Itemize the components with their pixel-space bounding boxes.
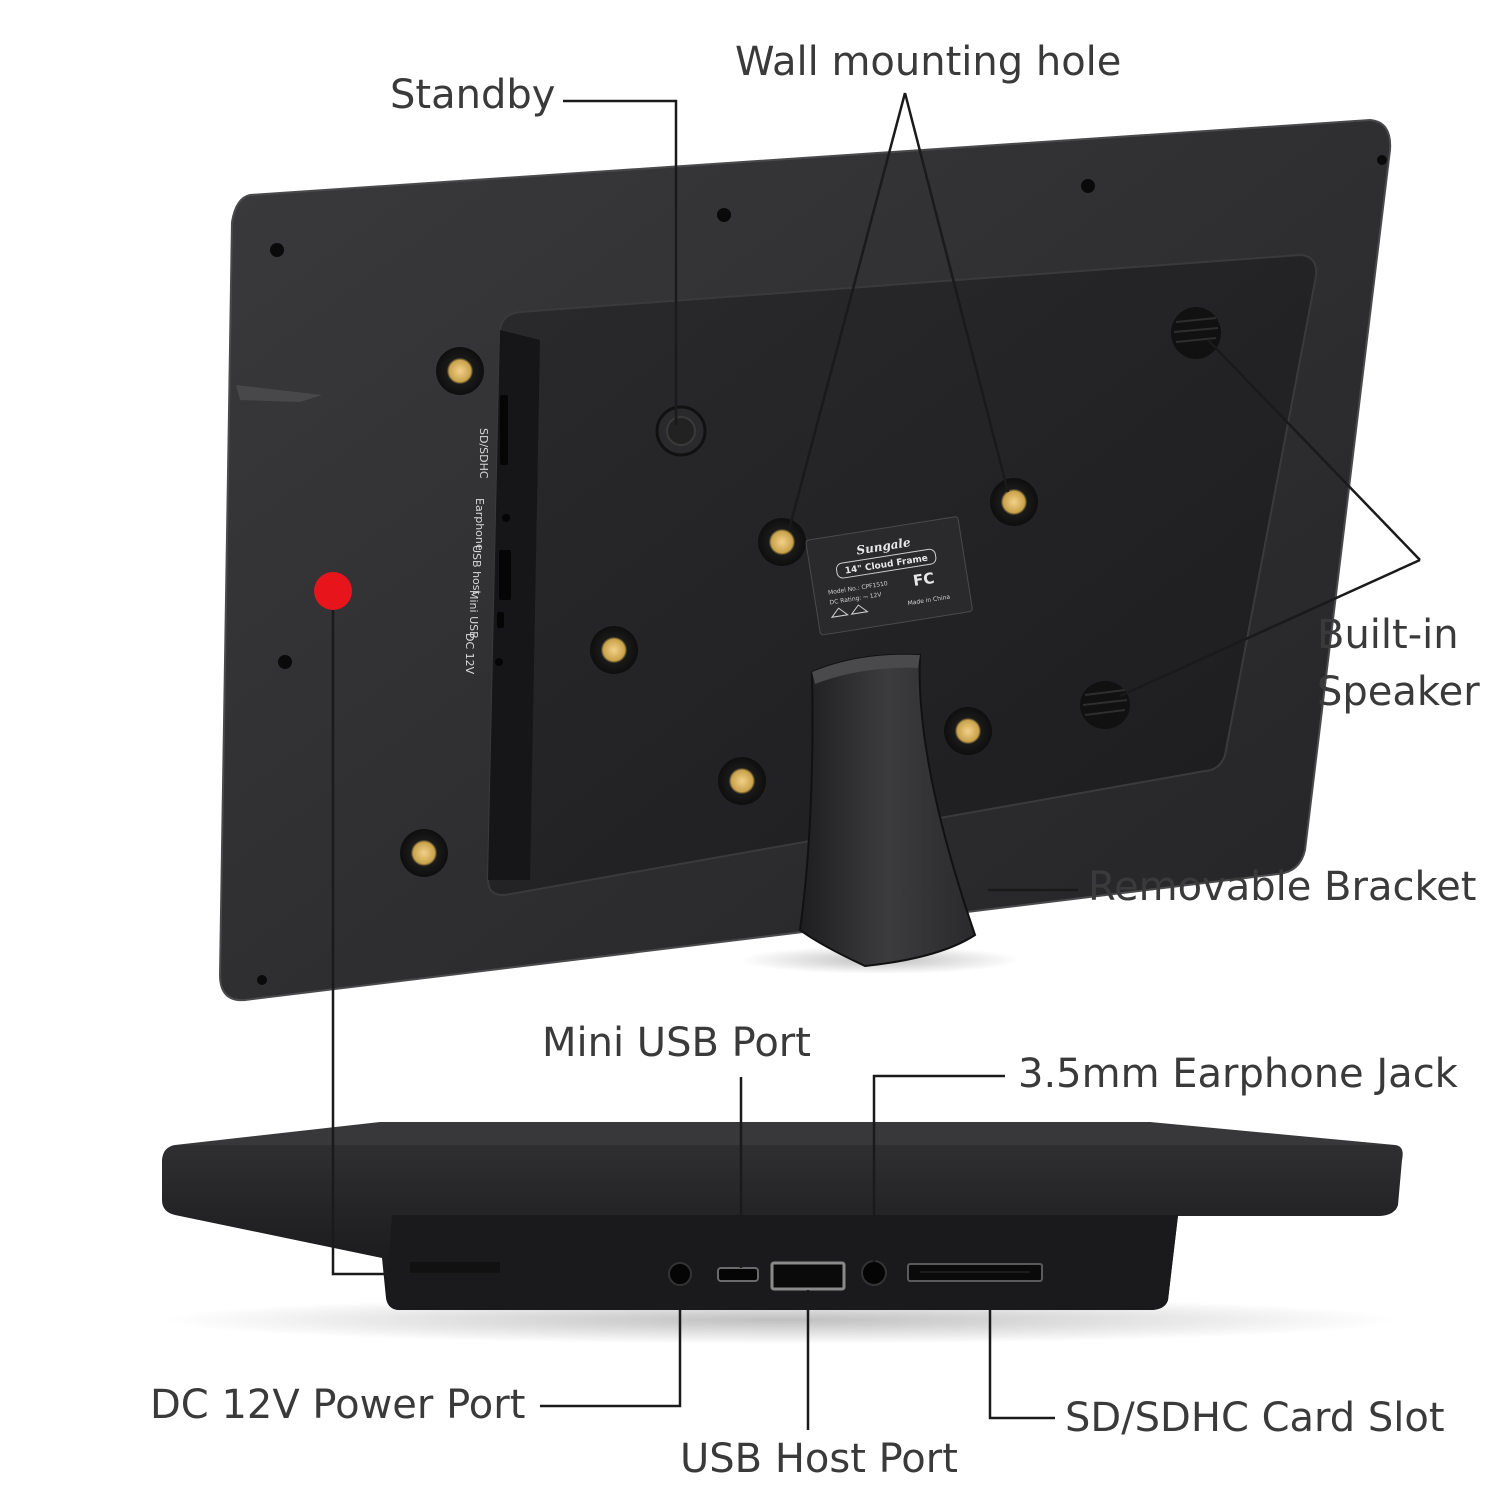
leader-speaker-b [1119,558,1421,698]
callout-built-in-speaker-line2: Speaker [1317,669,1480,715]
perimeter-holes [257,155,1387,985]
side-label-dc: DC 12V [463,633,476,675]
leader-wall-mount-b [903,92,1010,493]
leader-sd-slot [988,1282,1055,1420]
side-label-mini-usb: Mini USB [467,590,480,639]
speaker-grille-icon [1080,307,1221,729]
leader-dc-power [540,1286,682,1408]
callout-built-in-speaker-line1: Built-in [1317,612,1459,658]
standby-button-icon [655,405,707,457]
frame-bottom-view [160,1122,1403,1344]
callout-standby: Standby [390,72,556,118]
callout-wall-mounting-hole: Wall mounting hole [735,39,1122,85]
screw-icon [990,478,1038,526]
leader-power-indicator [331,610,500,1276]
dc-power-port-icon [668,1262,692,1286]
side-label-sd: SD/SDHC [477,428,490,479]
leader-lines [331,92,1421,1430]
leader-speaker-a [1207,339,1421,561]
screw-icon [758,518,806,566]
callout-earphone-jack: 3.5mm Earphone Jack [1018,1051,1458,1097]
removable-bracket-stand [740,653,1020,974]
port-side-strip [488,330,540,880]
screw-icon [436,347,484,395]
label-fcc: FC [912,569,936,590]
wall-mount-screws [400,347,1038,877]
leader-earphone [872,1074,1005,1262]
callout-usb-host-port: USB Host Port [680,1436,958,1482]
device-rating-label: Sungale 14" Cloud Frame Model No.: CPF15… [805,516,973,636]
callout-sd-card-slot: SD/SDHC Card Slot [1065,1395,1445,1441]
power-indicator-dot [314,572,352,610]
side-label-usb-host: USB host [470,545,483,596]
screw-icon [590,626,638,674]
frame-back-view: Sungale 14" Cloud Frame Model No.: CPF15… [218,118,1392,1002]
earphone-jack-icon [861,1260,887,1286]
usb-host-port-icon [770,1261,846,1291]
leader-standby [563,99,678,425]
mini-usb-port-icon [717,1267,759,1282]
callout-removable-bracket: Removable Bracket [1088,864,1477,910]
screw-icon [400,829,448,877]
side-label-earphone: Earphone [473,498,486,551]
callout-mini-usb-port: Mini USB Port [542,1020,811,1066]
screw-icon [944,707,992,755]
callout-dc-power-port: DC 12V Power Port [150,1382,526,1428]
screw-icon [718,757,766,805]
side-port-labels: SD/SDHC Earphone USB host Mini USB DC 12… [463,428,490,675]
leader-wall-mount-a [787,92,907,531]
